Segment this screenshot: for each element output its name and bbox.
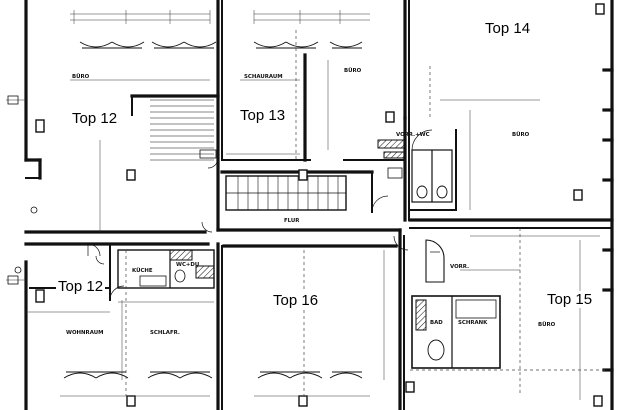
unit-label-top15: Top 15 (545, 291, 595, 308)
room-label-kueche: KÜCHE (132, 267, 153, 274)
room-annotations: BÜRO SCHAURAUM BÜRO BÜRO VORR.+WC FLUR B… (66, 67, 556, 336)
window-sills (63, 41, 363, 379)
room-label-schrank: SCHRANK (458, 320, 488, 326)
room-label-wohnraum: WOHNRAUM (66, 330, 103, 336)
section-marks (7, 95, 403, 285)
room-label-vorr-wc: VORR.+WC (396, 132, 430, 138)
dashed-lines (125, 30, 606, 396)
wc-core-top12-lower (117, 249, 215, 289)
room-label-vorr: VORR. (450, 264, 469, 270)
room-label-buero-top14: BÜRO (512, 131, 530, 138)
room-label-buero-top12: BÜRO (72, 73, 90, 80)
room-label-buero-top13: BÜRO (344, 67, 362, 74)
wc-core-top14 (377, 129, 453, 203)
unit-label-top12-lower: Top 12 (56, 278, 106, 295)
staircase (220, 170, 374, 213)
room-label-bad: BAD (430, 320, 443, 326)
room-label-buero-top15: BÜRO (538, 321, 556, 328)
stair-top12 (150, 99, 214, 161)
columns (35, 3, 605, 407)
unit-label-top16: Top 16 (271, 292, 321, 309)
unit-label-top13: Top 13 (238, 107, 288, 124)
room-label-flur: FLUR (284, 218, 300, 224)
unit-label-top14: Top 14 (483, 20, 533, 37)
unit-label-top12-upper: Top 12 (70, 110, 120, 127)
bath-top15 (411, 239, 501, 369)
main-walls (24, 0, 614, 410)
dimension-lines (6, 10, 600, 400)
room-label-schauraum: SCHAURAUM (244, 74, 283, 80)
room-label-schlafr: SCHLAFR. (150, 330, 180, 336)
door-swings (87, 157, 409, 301)
room-label-wc-du: WC+DU (176, 262, 199, 268)
